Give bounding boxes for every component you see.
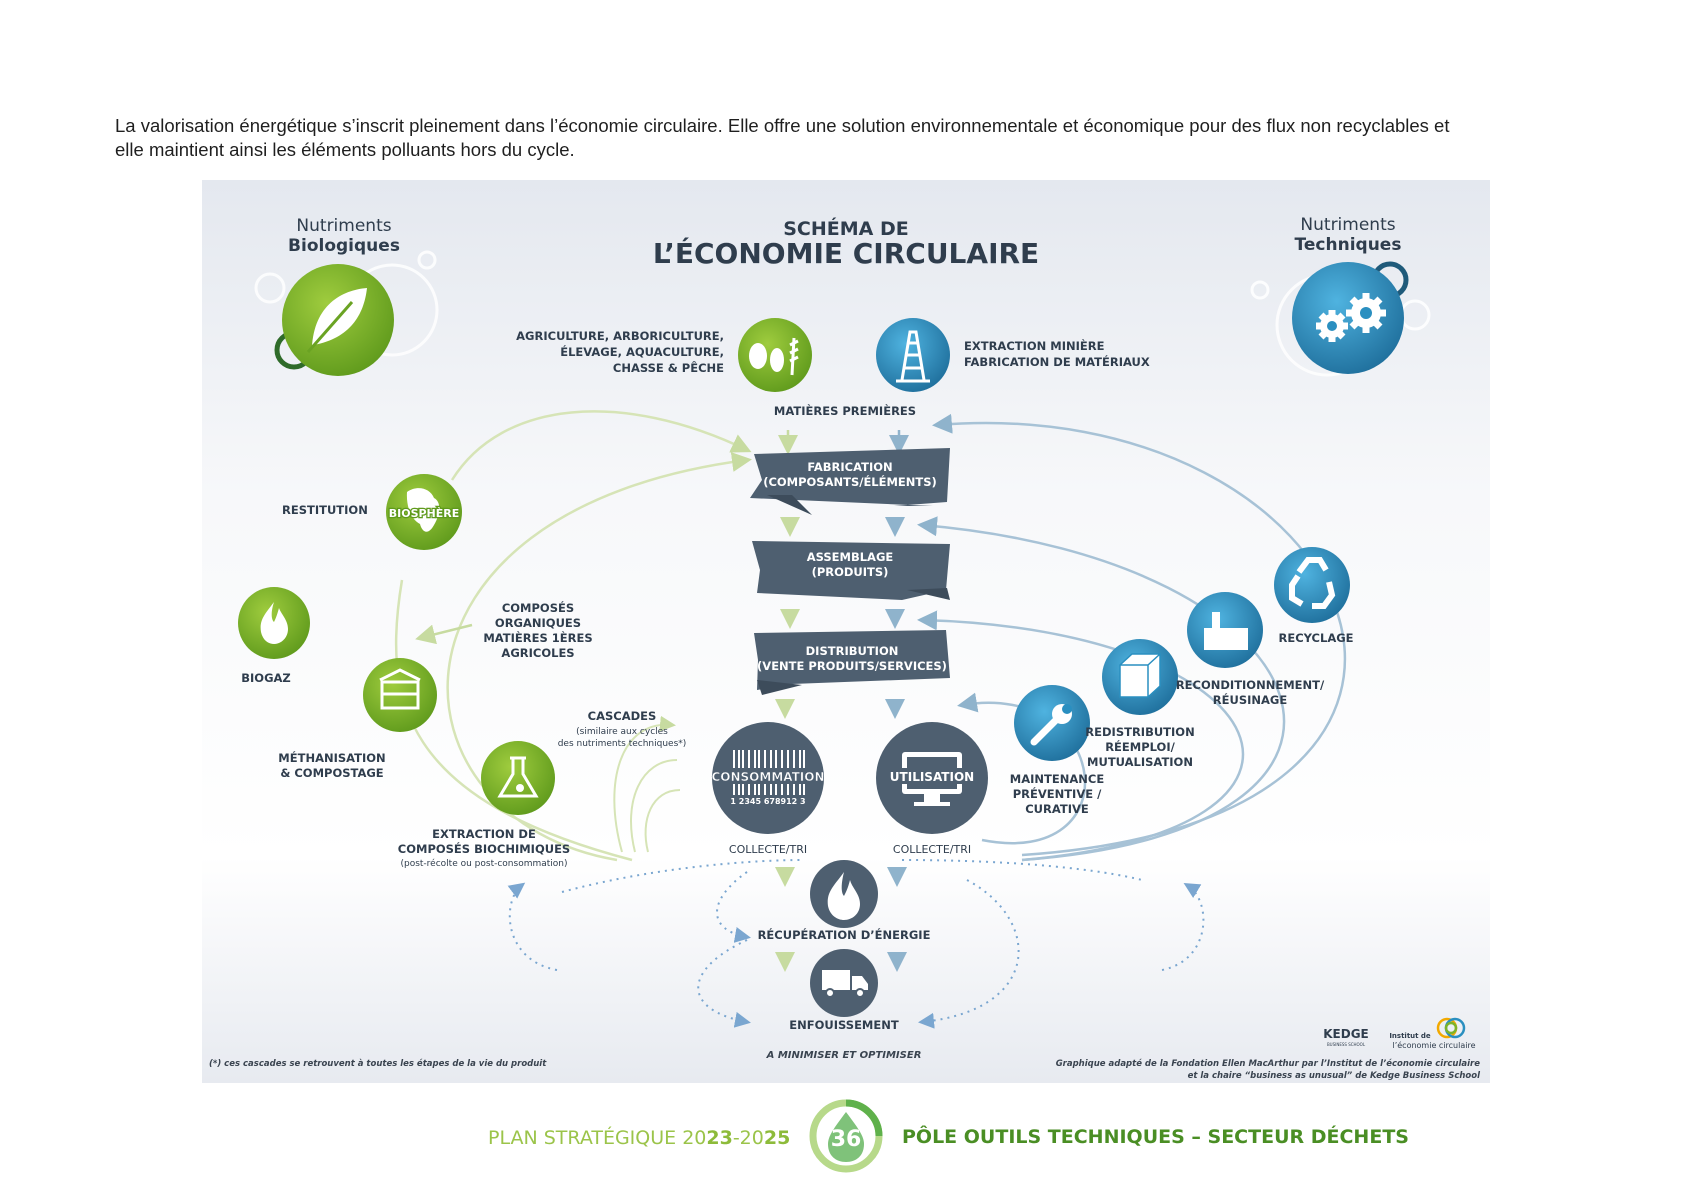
recycle-icon (1274, 547, 1350, 623)
page-number: 36 (831, 1127, 862, 1152)
kedge-logo-text: KEDGE (1323, 1027, 1369, 1041)
extraction-bio-note: (post-récolte ou post-consommation) (400, 858, 567, 869)
kedge-logo-sub: BUSINESS SCHOOL (1327, 1042, 1366, 1047)
title-line-2: L’ÉCONOMIE CIRCULAIRE (653, 236, 1039, 270)
redistribution-label-2: RÉEMPLOI/ (1105, 739, 1175, 754)
distribution-label-1: DISTRIBUTION (806, 644, 899, 658)
flame-icon (810, 860, 878, 928)
composes-label-3: MATIÈRES 1ÈRES (483, 630, 592, 645)
bio-heading-line-1: Nutriments (296, 216, 391, 236)
extraction-bio-label-1: EXTRACTION DE (432, 827, 536, 841)
maintenance-label-1: MAINTENANCE (1010, 772, 1105, 786)
fabrication-label-2: (COMPOSANTS/ÉLÉMENTS) (763, 474, 937, 489)
footer-plan-mid: -20 (732, 1127, 764, 1149)
restitution-curve (450, 410, 752, 481)
assemblage-banner (752, 541, 950, 600)
intro-paragraph: La valorisation énergétique s’inscrit pl… (115, 114, 1595, 162)
recuperation-label: RÉCUPÉRATION D’ÉNERGIE (758, 927, 931, 942)
cascades-label: CASCADES (588, 709, 657, 723)
footer-plan-prefix: PLAN STRATÉGIQUE 20 (488, 1127, 707, 1149)
title-line-1: SCHÉMA DE (783, 217, 909, 240)
reconditionnement-label-1: RECONDITIONNEMENT/ (1176, 678, 1325, 692)
institut-logo-line-1: Institut de (1389, 1032, 1431, 1040)
biogaz-label: BIOGAZ (241, 671, 291, 685)
maintenance-label-3: CURATIVE (1025, 802, 1089, 816)
distribution-banner (754, 630, 950, 695)
restitution-label: RESTITUTION (282, 503, 368, 517)
composes-label-4: AGRICOLES (501, 646, 574, 660)
redistribution-label-3: MUTUALISATION (1087, 755, 1193, 769)
cascades-note-1: (similaire aux cycles (576, 727, 668, 737)
tech-heading-line-2: Techniques (1295, 235, 1402, 255)
minimiser-label: A MINIMISER ET OPTIMISER (766, 1050, 922, 1061)
fabrication-label-1: FABRICATION (807, 460, 892, 474)
maintenance-curve (957, 692, 1087, 845)
distribution-label-2: (VENTE PRODUITS/SERVICES) (757, 659, 947, 673)
dotted-return-right (1161, 882, 1205, 971)
collecte-tri-label-2: COLLECTE/TRI (893, 843, 971, 856)
footer-plan-year2: 25 (763, 1127, 791, 1149)
cascade-arcs (613, 715, 681, 853)
extraction-label-2: FABRICATION DE MATÉRIAUX (964, 354, 1150, 369)
matieres-premieres-label: MATIÈRES PREMIÈRES (774, 403, 916, 418)
dotted-arrow-left-upper (716, 871, 751, 943)
footer-section-title: PÔLE OUTILS TECHNIQUES – SECTEUR DÉCHETS (902, 1126, 1409, 1148)
flask-icon (481, 741, 555, 815)
dotted-arc-left (561, 859, 803, 893)
redistribution-label-1: REDISTRIBUTION (1085, 725, 1194, 739)
enfouissement-label: ENFOUISSEMENT (789, 1018, 899, 1032)
methanisation-label-2: & COMPOSTAGE (280, 766, 383, 780)
footer-plan-year1: 23 (706, 1127, 733, 1149)
agri-label-2: ÉLEVAGE, AQUACULTURE, (560, 344, 724, 359)
extraction-label-1: EXTRACTION MINIÈRE (964, 338, 1105, 353)
recyclage-label: RECYCLAGE (1278, 631, 1353, 645)
institut-logo-line-2: l’économie circulaire (1392, 1040, 1475, 1050)
circular-economy-diagram: SCHÉMA DE L’ÉCONOMIE CIRCULAIRE Nutrimen… (202, 180, 1490, 1083)
agri-label-1: AGRICULTURE, ARBORICULTURE, (516, 329, 724, 343)
consommation-label: CONSOMMATION (711, 770, 824, 784)
collecte-tri-label-1: COLLECTE/TRI (729, 843, 807, 856)
footer-plan: PLAN STRATÉGIQUE 2023-2025 (488, 1127, 790, 1149)
biosphere-label: BIOSPHÈRE (389, 507, 460, 520)
biogaz-arrow (415, 623, 473, 645)
intro-line-1: La valorisation énergétique s’inscrit pl… (115, 115, 1450, 136)
credit-line-2: et la chaire “business as unusual” de Ke… (1188, 1071, 1482, 1081)
intro-line-2: elle maintient ainsi les éléments pollua… (115, 139, 575, 160)
biosphere-return-curve (394, 579, 633, 862)
methanisation-label-1: MÉTHANISATION (278, 750, 385, 765)
tech-heading-line-1: Nutriments (1300, 215, 1395, 235)
dotted-return-left (507, 882, 558, 971)
assemblage-label-1: ASSEMBLAGE (807, 550, 894, 564)
fabrication-banner (750, 448, 950, 515)
dotted-arrow-left-lower (697, 939, 751, 1028)
assemblage-label-2: (PRODUITS) (812, 565, 889, 579)
page-number-badge: 36 (809, 1099, 883, 1173)
composes-label-2: ORGANIQUES (495, 616, 581, 630)
maintenance-label-2: PRÉVENTIVE / (1013, 786, 1102, 801)
redistribution-curve (917, 610, 1244, 862)
reconditionnement-label-2: RÉUSINAGE (1213, 692, 1288, 707)
composes-label-1: COMPOSÉS (502, 600, 574, 615)
utilisation-label: UTILISATION (890, 770, 974, 784)
extraction-bio-label-2: COMPOSÉS BIOCHIMIQUES (398, 841, 570, 856)
institut-logo-rings (1436, 1017, 1466, 1039)
gears-icon (1292, 262, 1404, 374)
dotted-arrow-right (918, 879, 1020, 1029)
bio-heading-line-2: Biologiques (288, 236, 400, 256)
footnote: (*) ces cascades se retrouvent à toutes … (209, 1058, 547, 1069)
dotted-arc-right (901, 859, 1143, 881)
cascades-note-2: des nutriments techniques*) (558, 739, 687, 749)
refurbishing-curve (917, 516, 1286, 862)
credit-line-1: Graphique adapté de la Fondation Ellen M… (1056, 1058, 1481, 1069)
organic-compounds-curve (446, 452, 752, 862)
barcode-number: 1 2345 678912 3 (730, 797, 805, 806)
agri-label-3: CHASSE & PÊCHE (613, 360, 724, 375)
